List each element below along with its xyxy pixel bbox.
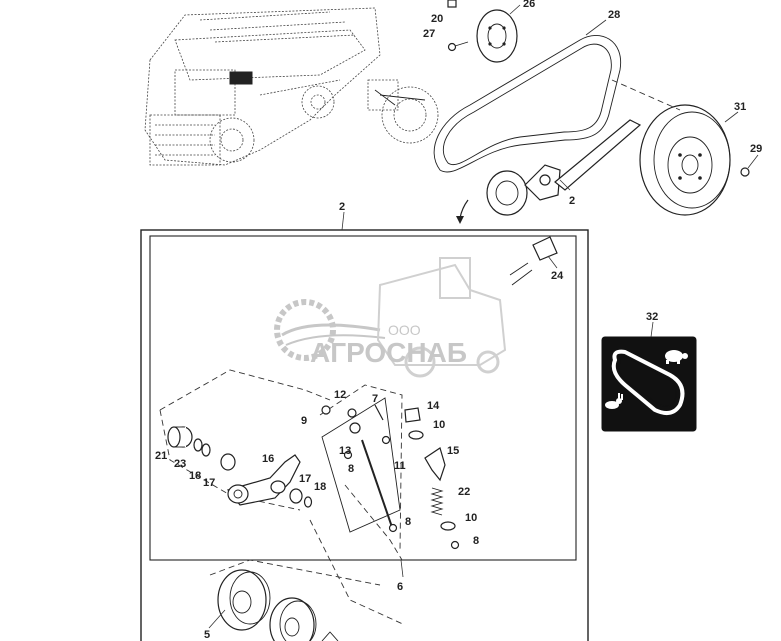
watermark-prefix: ООО — [388, 322, 421, 338]
company-watermark: ООО АГРОСНАБ — [274, 257, 507, 378]
turtle-icon — [665, 350, 688, 364]
callout-23: 23 — [174, 458, 186, 470]
adjust-rod — [361, 439, 394, 531]
sleeve-24 — [509, 236, 558, 286]
callout-28: 28 — [608, 9, 620, 21]
tensioner-assembly — [486, 119, 642, 216]
callout-9: 9 — [301, 415, 307, 427]
bolt-11 — [381, 435, 391, 445]
nut-9 — [321, 405, 331, 415]
bolt-20 — [447, 0, 457, 8]
callout-22: 22 — [458, 486, 470, 498]
callout-14: 14 — [427, 400, 440, 412]
callout-10-lower: 10 — [465, 512, 477, 524]
pin-7 — [374, 404, 384, 421]
nut-8c — [450, 540, 460, 550]
washer-10b — [440, 521, 456, 531]
bolt-27 — [447, 41, 469, 52]
callout-2-tensioner: 2 — [569, 195, 575, 207]
callout-18-left: 18 — [189, 470, 201, 482]
callout-17-right: 17 — [299, 473, 311, 485]
spring-22 — [430, 487, 444, 516]
spacer-14 — [404, 407, 421, 423]
bushing-17b — [289, 488, 303, 504]
pulley-26 — [476, 9, 518, 63]
gearbox-sketch — [367, 79, 439, 144]
callout-8-middle: 8 — [405, 516, 411, 528]
callout-26: 26 — [523, 0, 535, 10]
callout-2-frame: 2 — [339, 201, 345, 213]
pulley-lower-second — [269, 597, 317, 641]
callout-20: 20 — [431, 13, 443, 25]
combine-harvester-icon — [144, 7, 381, 166]
watermark-name: АГРОСНАБ — [310, 337, 467, 368]
callout-7: 7 — [372, 393, 378, 405]
nut-8a — [343, 450, 353, 460]
callout-10-upper: 10 — [433, 419, 445, 431]
callout-21: 21 — [155, 450, 167, 462]
drive-belt — [433, 35, 622, 173]
pulley-31 — [639, 104, 731, 216]
callout-27: 27 — [423, 28, 435, 40]
washer-18b — [303, 496, 313, 508]
callout-16: 16 — [262, 453, 274, 465]
callout-17-left: 17 — [203, 477, 215, 489]
callout-32: 32 — [646, 311, 658, 323]
callout-8-upper: 8 — [348, 463, 354, 475]
washer-18a — [201, 443, 211, 457]
callout-15: 15 — [447, 445, 459, 457]
bracket-15 — [424, 447, 446, 482]
washer-23 — [193, 438, 203, 452]
nut-8b — [388, 523, 398, 533]
leader-lines — [208, 4, 759, 629]
bracket-6 — [321, 397, 401, 533]
callout-29: 29 — [750, 143, 762, 155]
rabbit-icon — [605, 393, 623, 409]
callout-8-lower: 8 — [473, 535, 479, 547]
callout-11: 11 — [394, 460, 406, 472]
washer-13 — [349, 422, 361, 434]
bushing-17a — [220, 453, 236, 471]
bushing-21 — [167, 426, 193, 448]
assembly-frame — [140, 229, 589, 641]
callout-18-right: 18 — [314, 481, 326, 493]
bolt-29 — [740, 167, 750, 177]
tensioner-arm-16 — [226, 454, 301, 506]
callout-12: 12 — [334, 389, 346, 401]
callout-5: 5 — [204, 629, 210, 641]
inner-frame — [149, 235, 577, 561]
belt-decal-32 — [601, 336, 697, 432]
callout-31: 31 — [734, 101, 746, 113]
nut-12 — [347, 408, 357, 418]
washer-10a — [408, 430, 424, 440]
callout-13: 13 — [339, 445, 351, 457]
callout-24: 24 — [551, 270, 564, 282]
pulley-5 — [217, 569, 271, 631]
lower-belt-fragment — [321, 631, 339, 641]
callout-6: 6 — [397, 581, 403, 593]
